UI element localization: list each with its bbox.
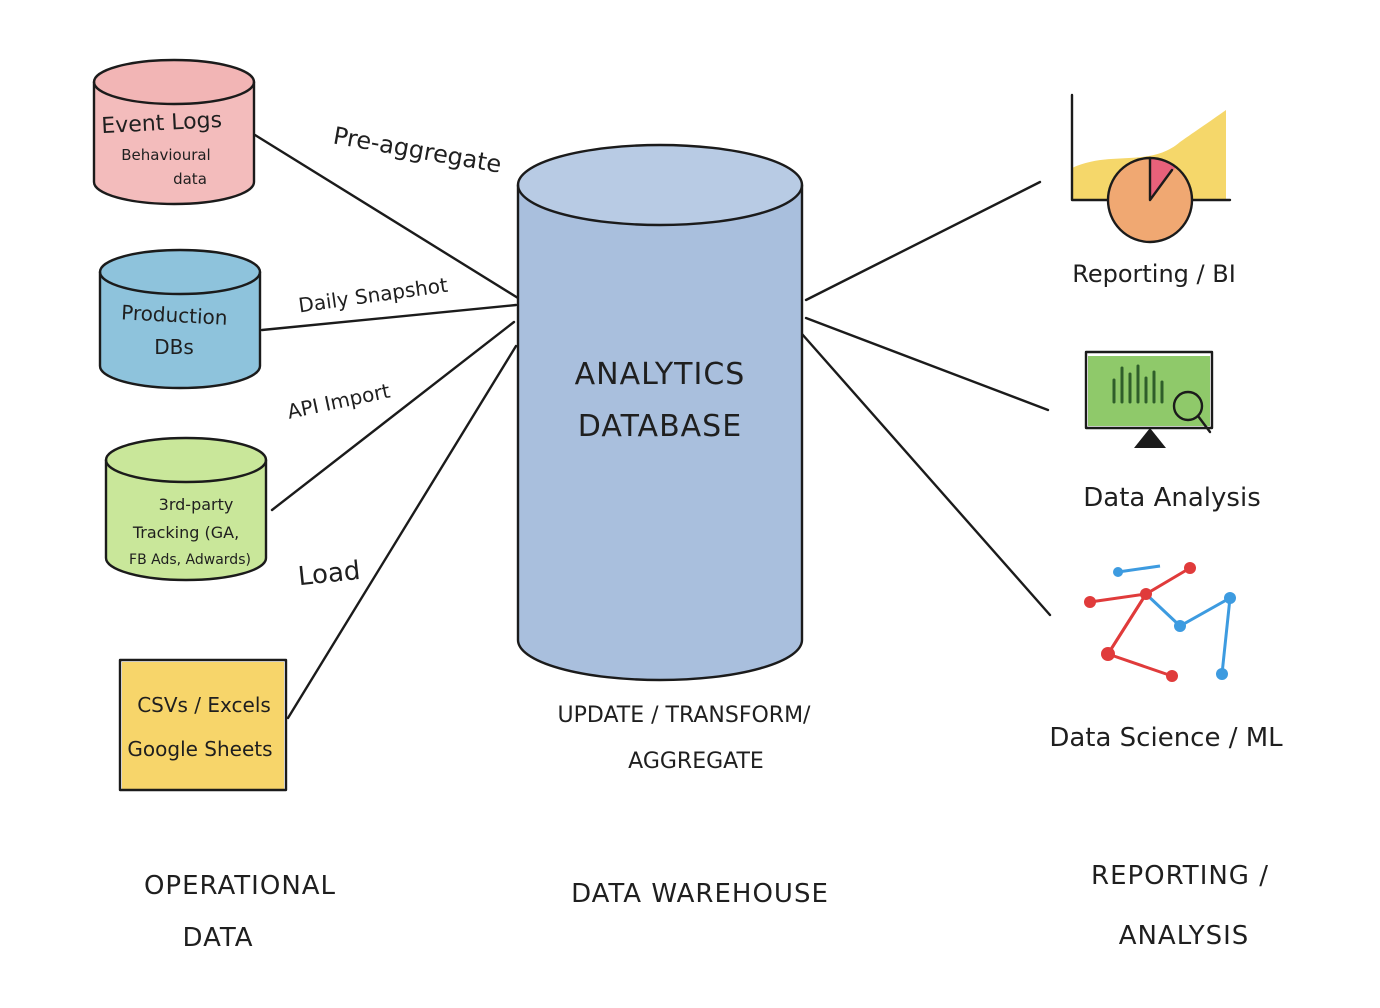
third-party-line2: Tracking (GA,	[132, 523, 239, 542]
event-logs-sub2: data	[173, 170, 207, 188]
column-data-warehouse: DATA WAREHOUSE	[571, 879, 829, 909]
analytics-database-cylinder: ANALYTICS DATABASE	[516, 143, 804, 682]
third-party-line1: 3rd-party	[159, 495, 234, 514]
third-party-line3: FB Ads, Adwards)	[129, 552, 251, 568]
files-box: CSVs / Excels Google Sheets	[118, 658, 288, 792]
label-pre-aggregate: Pre-aggregate	[331, 122, 503, 179]
label-api-import: API Import	[285, 379, 392, 424]
label-load: Load	[297, 556, 362, 592]
warehouse-process-line2: AGGREGATE	[628, 749, 764, 774]
column-operational-line2: DATA	[183, 923, 254, 953]
connector-analysis	[804, 316, 1050, 412]
production-dbs-line1: Production	[121, 300, 229, 330]
production-dbs-top	[100, 250, 260, 294]
files-box-fill	[122, 662, 284, 790]
third-party-cylinder: 3rd-party Tracking (GA, FB Ads, Adwards)	[104, 436, 268, 582]
connector-production-dbs	[260, 303, 518, 332]
connector-files	[286, 344, 518, 720]
science-blue-points	[1113, 567, 1236, 680]
analytics-database-line1: ANALYTICS	[575, 357, 746, 392]
reporting-bi-label: Reporting / BI	[1072, 260, 1236, 288]
column-reporting-line2: ANALYSIS	[1119, 921, 1250, 951]
data-analysis-label: Data Analysis	[1083, 483, 1260, 513]
magnifier-icon	[1172, 390, 1204, 422]
connector-reporting	[804, 180, 1042, 302]
files-line1: CSVs / Excels	[137, 693, 271, 717]
connector-event-logs	[253, 133, 520, 300]
analysis-bars	[1112, 364, 1164, 404]
files-line2: Google Sheets	[127, 737, 272, 761]
production-dbs-body	[100, 272, 260, 388]
column-reporting-line1: REPORTING /	[1091, 861, 1269, 891]
analytics-database-line2: DATABASE	[578, 409, 742, 444]
data-science-icon: Data Science / ML	[1049, 562, 1283, 753]
data-science-label: Data Science / ML	[1049, 723, 1283, 753]
third-party-body	[106, 460, 266, 580]
science-red-points	[1084, 562, 1196, 682]
connector-lines-left	[253, 133, 520, 720]
data-analysis-icon: Data Analysis	[1083, 350, 1261, 513]
connector-science	[800, 332, 1052, 617]
event-logs-cylinder: Event Logs Behavioural data	[92, 58, 256, 206]
column-operational-line1: OPERATIONAL	[144, 871, 336, 901]
warehouse-process-line1: UPDATE / TRANSFORM/	[558, 703, 812, 728]
event-logs-sub1: Behavioural	[121, 146, 210, 164]
connector-lines-right	[800, 180, 1052, 617]
event-logs-body	[94, 82, 254, 204]
production-dbs-cylinder: Production DBs	[98, 248, 262, 390]
analysis-monitor-stand	[1134, 428, 1166, 448]
reporting-bi-icon: Reporting / BI	[1070, 93, 1236, 288]
production-dbs-line2: DBs	[154, 335, 194, 359]
reporting-area-chart	[1072, 110, 1226, 200]
science-blue-lines	[1117, 564, 1232, 675]
analytics-database-body	[518, 185, 802, 680]
third-party-top	[106, 438, 266, 482]
analytics-database-top	[518, 145, 802, 225]
connector-third-party	[270, 320, 516, 512]
label-daily-snapshot: Daily Snapshot	[297, 273, 449, 318]
analysis-monitor-screen	[1088, 356, 1210, 426]
event-logs-top	[94, 60, 254, 104]
